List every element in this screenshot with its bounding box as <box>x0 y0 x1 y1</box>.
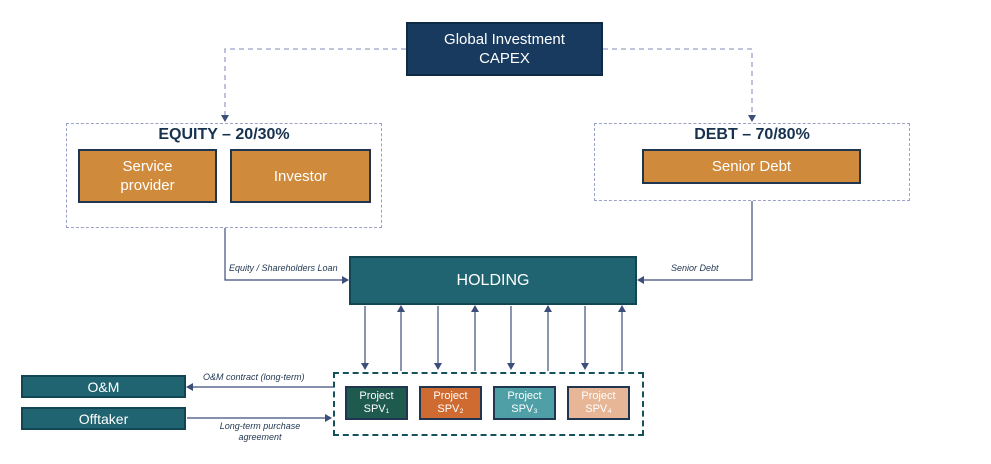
capex-to-equity-line <box>221 48 406 122</box>
global-investment-capex-box: Global Investment CAPEX <box>406 22 603 76</box>
service-provider-line2: provider <box>120 177 175 194</box>
purchase-agreement-line1: Long-term purchase <box>219 421 301 431</box>
spv-line2: SPV₁ <box>363 403 390 415</box>
debt-title: DEBT – 70/80% <box>694 126 810 143</box>
debt-to-holding-line <box>637 201 753 284</box>
spv-line1: Project <box>507 390 542 402</box>
holding-box: HOLDING <box>349 256 637 305</box>
equity-title: EQUITY – 20/30% <box>158 126 290 143</box>
equity-group <box>66 123 382 228</box>
senior-debt-box: Senior Debt <box>642 149 861 184</box>
spv-box: Project SPV₁ <box>345 386 408 420</box>
spv-line2: SPV₄ <box>585 403 612 415</box>
capex-to-debt-line <box>603 48 756 122</box>
service-provider-line1: Service <box>122 158 173 175</box>
senior-debt-label: Senior Debt <box>671 263 719 273</box>
spv-line1: Project <box>359 390 394 402</box>
capex-line2: CAPEX <box>479 50 530 67</box>
om-contract-label: O&M contract (long-term) <box>203 372 305 382</box>
purchase-agreement-line2: agreement <box>238 432 282 442</box>
spv-box: Project SPV₃ <box>493 386 556 420</box>
offtaker-box: Offtaker <box>21 407 186 430</box>
spv-line2: SPV₃ <box>511 403 538 415</box>
investor-box: Investor <box>230 149 371 203</box>
equity-loan-label: Equity / Shareholders Loan <box>229 263 338 273</box>
spv-line1: Project <box>433 390 468 402</box>
capex-line1: Global Investment <box>444 31 565 48</box>
spv-line2: SPV₂ <box>437 403 464 415</box>
service-provider-box: Service provider <box>78 149 217 203</box>
purchase-agreement-label: Long-term purchase agreement <box>200 421 320 443</box>
om-box: O&M <box>21 375 186 398</box>
spv-line1: Project <box>581 390 616 402</box>
spv-group <box>333 372 644 436</box>
spv-box: Project SPV₄ <box>567 386 630 420</box>
spv-box: Project SPV₂ <box>419 386 482 420</box>
debt-group <box>594 123 910 201</box>
equity-to-holding-line <box>224 228 349 284</box>
